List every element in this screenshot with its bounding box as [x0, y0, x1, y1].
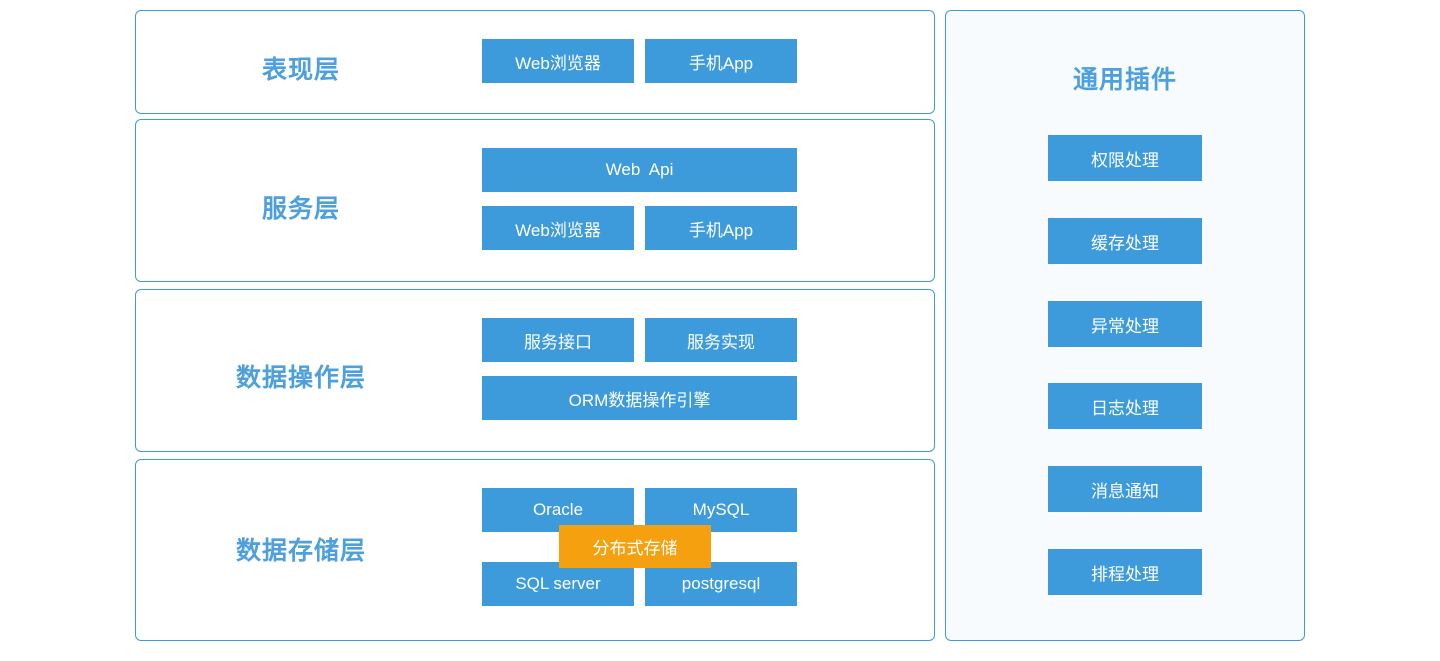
layer-panel-data-operation: [135, 289, 935, 452]
layer-title-data-storage: 数据存储层: [235, 537, 366, 565]
node-postgresql[interactable]: postgresql: [645, 562, 797, 606]
plugin-node-exception[interactable]: 异常处理: [1048, 301, 1202, 347]
node-service-implementation[interactable]: 服务实现: [645, 318, 797, 362]
layer-title-data-operation: 数据操作层: [235, 364, 366, 392]
node-distributed-storage[interactable]: 分布式存储: [559, 525, 711, 568]
node-service-interface[interactable]: 服务接口: [482, 318, 634, 362]
plugin-node-scheduling[interactable]: 排程处理: [1048, 549, 1202, 595]
node-oracle[interactable]: Oracle: [482, 488, 634, 532]
node-orm-engine[interactable]: ORM数据操作引擎: [482, 376, 797, 420]
node-web-api[interactable]: Web Api: [482, 148, 797, 192]
plugin-node-cache[interactable]: 缓存处理: [1048, 218, 1202, 264]
layer-title-service: 服务层: [261, 195, 340, 223]
node-sql-server[interactable]: SQL server: [482, 562, 634, 606]
layer-panel-service: [135, 119, 935, 282]
plugin-panel-title: 通用插件: [1072, 66, 1177, 94]
node-mobile-app-service[interactable]: 手机App: [645, 206, 797, 250]
plugin-node-logging[interactable]: 日志处理: [1048, 383, 1202, 429]
plugin-node-permission[interactable]: 权限处理: [1048, 135, 1202, 181]
node-mysql[interactable]: MySQL: [645, 488, 797, 532]
node-mobile-app-presentation[interactable]: 手机App: [645, 39, 797, 83]
layer-title-presentation: 表现层: [261, 56, 340, 84]
node-web-browser-presentation[interactable]: Web浏览器: [482, 39, 634, 83]
plugin-node-notification[interactable]: 消息通知: [1048, 466, 1202, 512]
node-web-browser-service[interactable]: Web浏览器: [482, 206, 634, 250]
